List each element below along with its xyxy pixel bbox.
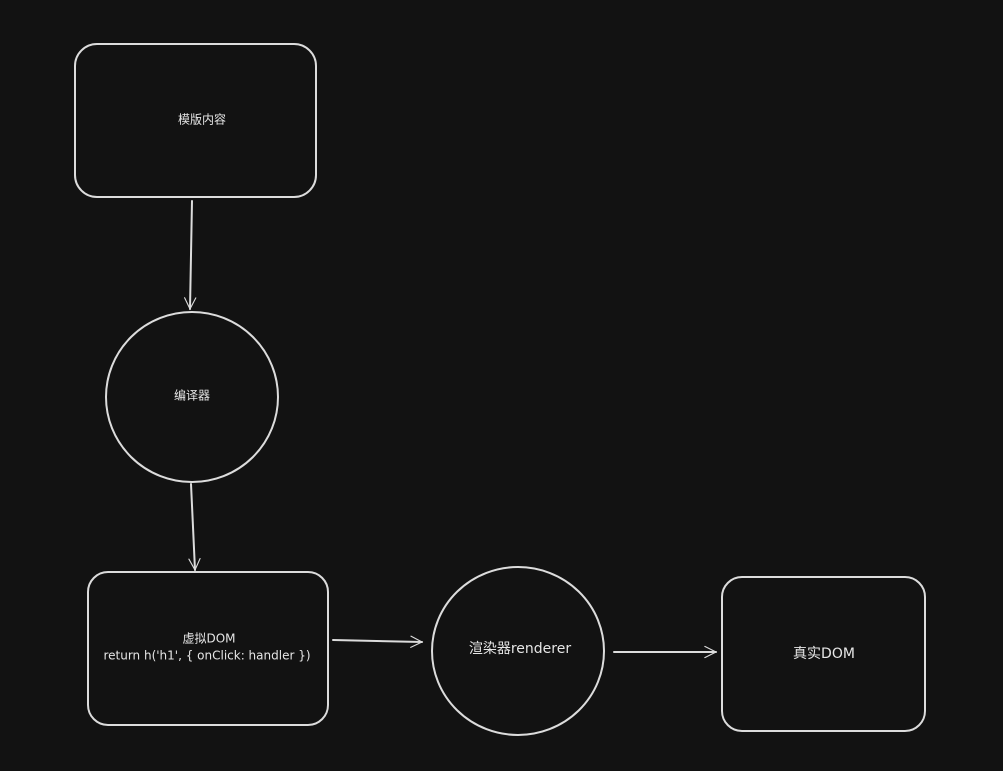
arrow-vdom-to-renderer[interactable] <box>332 635 424 648</box>
arrow-template-to-compiler[interactable] <box>184 200 197 311</box>
template-box <box>74 43 317 198</box>
vdom-box <box>87 571 329 726</box>
realdom-box <box>721 576 926 732</box>
realdom-label: 真实DOM <box>793 646 855 662</box>
node-realdom[interactable]: 真实DOM <box>721 576 926 732</box>
compiler-label: 编译器 <box>174 388 210 403</box>
arrow-compiler-to-vdom[interactable] <box>188 483 201 572</box>
compiler-circle <box>105 311 279 483</box>
renderer-label: 渲染器renderer <box>469 641 571 657</box>
template-label: 模版内容 <box>178 112 226 127</box>
renderer-circle <box>431 566 605 736</box>
node-vdom[interactable]: 虚拟DOM return h('h1', { onClick: handler … <box>87 571 329 726</box>
vdom-label: 虚拟DOM <box>182 632 235 646</box>
vdom-code: return h('h1', { onClick: handler }) <box>103 649 310 663</box>
node-template[interactable]: 模版内容 <box>74 43 317 198</box>
node-compiler[interactable]: 编译器 <box>105 311 279 483</box>
node-renderer[interactable]: 渲染器renderer <box>431 566 605 736</box>
